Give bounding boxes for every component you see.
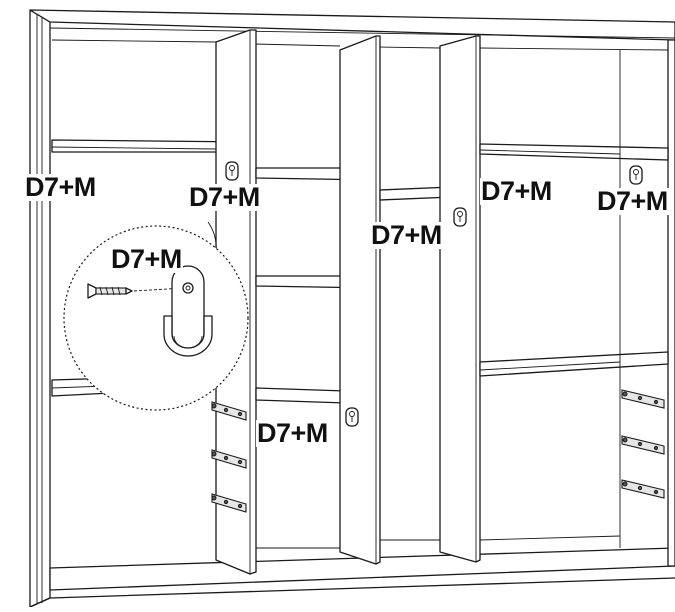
drawer-runner-left-3 [211, 493, 247, 513]
label-middle-lower: D7+M [256, 418, 329, 448]
keyhole-bracket-middle-right [453, 207, 467, 227]
drawer-runner-right-2 [621, 435, 665, 455]
keyhole-bracket-left [225, 161, 239, 181]
back-panel [51, 39, 669, 51]
label-left-partition: D7+M [188, 182, 261, 212]
keyhole-bracket-middle-lower [345, 407, 359, 427]
screw-icon [87, 283, 185, 299]
right-compartment [479, 50, 669, 548]
right-side-panel [667, 39, 675, 567]
partition-2 [339, 35, 381, 565]
left-side-panel [29, 9, 51, 608]
label-right-side: D7+M [596, 186, 669, 216]
label-left-top: D7+M [24, 172, 97, 202]
drawer-runner-right-3 [621, 479, 665, 499]
partition-3 [439, 35, 481, 563]
wardrobe-rail-bracket-icon [163, 265, 213, 357]
label-right-partition: D7+M [480, 176, 553, 206]
label-detail-callout: D7+M [110, 244, 183, 274]
drawer-runner-left-1 [211, 401, 247, 421]
top-panel [29, 9, 675, 41]
drawer-runner-right-1 [621, 389, 665, 409]
keyhole-bracket-right [629, 165, 643, 185]
drawer-runner-left-2 [211, 449, 247, 469]
label-center-right-partition: D7+M [370, 220, 443, 250]
